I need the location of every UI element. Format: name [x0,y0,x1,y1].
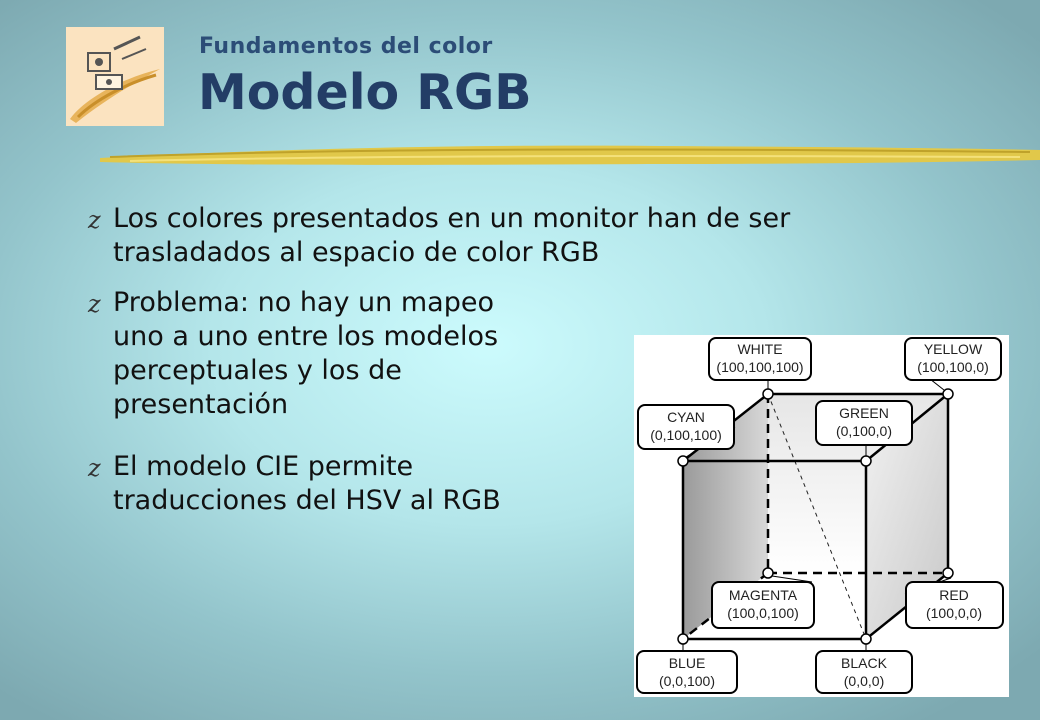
cube-face-left [683,394,768,639]
cube-label-cyan: CYAN (0,100,100) [637,404,735,450]
cube-label-magenta: MAGENTA (100,0,100) [711,581,815,629]
bullet-line: trasladados al espacio de color RGB [113,237,600,268]
label-white-value: (100,100,100) [716,359,803,375]
label-green-value: (0,100,0) [836,423,892,439]
label-red-name: RED [939,587,969,603]
label-black-value: (0,0,0) [844,673,884,689]
label-magenta-value: (100,0,100) [727,605,799,621]
cube-face-right [866,394,948,639]
label-blue-name: BLUE [669,655,706,671]
bullet-line: uno a uno entre los modelos [113,321,499,352]
rgb-cube-diagram: WHITE (100,100,100) YELLOW (100,100,0) C… [634,335,1009,697]
logo-icon [66,27,164,126]
bullet-marker: z [88,454,101,482]
bullet-line: perceptuales y los de [113,355,402,386]
slide-subtitle: Fundamentos del color [199,34,493,59]
bullet-line: Problema: no hay un mapeo [113,287,494,318]
cube-label-black: BLACK (0,0,0) [815,650,913,694]
bullet-line: Los colores presentados en un monitor ha… [113,203,791,234]
cube-label-green: GREEN (0,100,0) [815,400,913,446]
label-cyan-name: CYAN [667,409,705,425]
cube-label-white: WHITE (100,100,100) [708,337,812,381]
cube-label-red: RED (100,0,0) [905,581,1004,629]
bullet-marker: z [88,290,101,318]
label-yellow-name: YELLOW [924,341,983,357]
label-yellow-value: (100,100,0) [917,359,989,375]
label-white-name: WHITE [737,341,782,357]
bullet-line: El modelo CIE permite [113,451,414,482]
label-red-value: (100,0,0) [926,605,982,621]
bullet-line: presentación [113,389,289,420]
cube-label-blue: BLUE (0,0,100) [636,650,738,694]
bullet-line: traducciones del HSV al RGB [113,485,501,516]
bullet-item: z Los colores presentados en un monitor … [88,202,968,270]
cube-label-yellow: YELLOW (100,100,0) [904,337,1002,381]
bullet-item: z Problema: no hay un mapeo uno a uno en… [88,286,588,422]
bullet-item: z El modelo CIE permite traducciones del… [88,450,588,518]
label-magenta-name: MAGENTA [729,587,798,603]
bullet-marker: z [88,206,101,234]
slide-title: Modelo RGB [198,64,532,121]
label-blue-value: (0,0,100) [659,673,715,689]
label-cyan-value: (0,100,100) [650,427,722,443]
label-black-name: BLACK [841,655,888,671]
label-green-name: GREEN [839,405,889,421]
title-underline-stroke [100,145,1040,165]
